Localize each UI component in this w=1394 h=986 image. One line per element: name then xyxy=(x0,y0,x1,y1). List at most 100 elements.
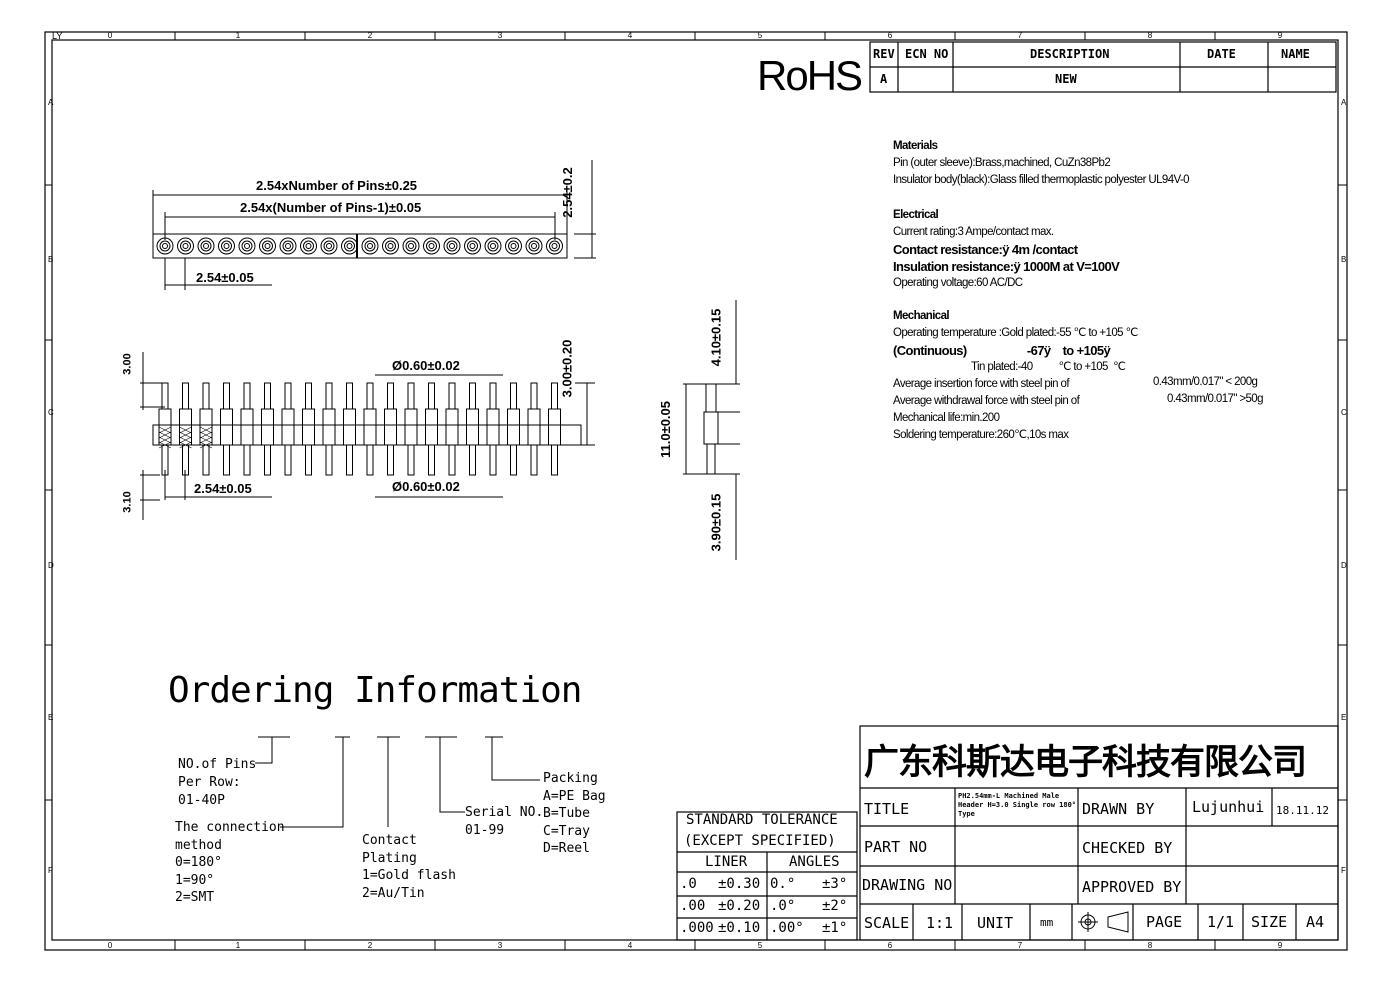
ordering-plating-line: 2=Au/Tin xyxy=(362,885,425,901)
frame-column-label: 3 xyxy=(498,941,503,950)
ordering-plating-line: 1=Gold flash xyxy=(362,868,456,883)
materials-title: Materials xyxy=(893,140,938,152)
tolerance-cell: .000 xyxy=(680,920,714,936)
electrical-line: Current rating:3 Ampe/contact max. xyxy=(893,226,1054,238)
end-view-drawing xyxy=(683,300,740,560)
ordering-packing-line: A=PE Bag xyxy=(543,788,606,804)
mechanical-line: (Continuous) -67ÿ to +105ÿ xyxy=(893,343,1111,358)
frame-column-label: 2 xyxy=(368,31,373,40)
rev-header-ecn: ECN NO xyxy=(905,47,949,61)
ordering-plating-line: Plating xyxy=(362,850,417,866)
frame-corner-label: LY xyxy=(52,31,63,41)
revision-table-grid xyxy=(869,41,1337,93)
page-value: 1/1 xyxy=(1207,913,1235,931)
tolerance-angles-header: ANGLES xyxy=(789,854,840,870)
tolerance-cell: ±2° xyxy=(822,898,848,914)
drawn-date: 18.11.12 xyxy=(1276,804,1329,817)
frame-row-label: D xyxy=(48,561,54,570)
checked-by-label: CHECKED BY xyxy=(1082,839,1173,857)
size-value: A4 xyxy=(1306,913,1325,931)
ordering-serial-line: Serial NO. xyxy=(465,805,544,820)
mechanical-title: Mechanical xyxy=(893,310,950,322)
ordering-packing-line: C=Tray xyxy=(543,823,590,839)
ordering-pins-line: Per Row: xyxy=(178,775,241,790)
frame-column-label: 0 xyxy=(108,31,113,40)
frame-column-label: 3 xyxy=(498,31,503,40)
dim-h11: 11.0±0.05 xyxy=(658,400,674,459)
materials-line: Pin (outer sleeve):Brass,machined, CuZn3… xyxy=(893,157,1111,169)
frame-column-label: 8 xyxy=(1148,31,1153,40)
rev-header-description: DESCRIPTION xyxy=(1030,47,1110,61)
rev-row-rev: A xyxy=(880,72,888,86)
frame-column-label: 5 xyxy=(758,31,763,40)
ordering-method: The connection method 0=180° 1=90° 2=SMT xyxy=(175,819,285,907)
frame-row-label: B xyxy=(1341,255,1346,264)
ordering-title: Ordering Information xyxy=(168,670,582,711)
tolerance-cell: ±0.20 xyxy=(718,898,761,914)
ordering-serial: Serial NO. 01-99 xyxy=(465,804,543,839)
frame-column-label: 1 xyxy=(236,31,241,40)
title-block-grid xyxy=(859,725,1339,941)
frame-column-label: 6 xyxy=(888,31,893,40)
rohs-logo: RoHS xyxy=(757,52,863,99)
rev-header-date: DATE xyxy=(1207,47,1236,61)
electrical-line: Insulation resistance:ÿ 1000M at V=100V xyxy=(893,259,1120,274)
unit-value: mm xyxy=(1040,916,1054,929)
frame-row-label: B xyxy=(48,255,53,264)
dim-pitch-side: 2.54±0.05 xyxy=(194,481,252,496)
tolerance-cell: .00° xyxy=(770,920,804,936)
drawn-by-value: Lujunhui xyxy=(1192,798,1265,816)
mechanical-line: Soldering temperature:260℃,10s max xyxy=(893,429,1069,441)
ordering-pins: NO.of Pins Per Row: 01-40P xyxy=(178,756,256,810)
ordering-packing-line: Packing xyxy=(543,771,598,786)
frame-row-label: C xyxy=(1341,408,1347,417)
drawn-by-label: DRAWN BY xyxy=(1082,800,1155,818)
mechanical-line: Average withdrawal force with steel pin … xyxy=(893,395,1080,407)
frame-row-label: F xyxy=(1341,866,1346,875)
ordering-serial-line: 01-99 xyxy=(465,822,505,838)
electrical-line: Operating voltage:60 AC/DC xyxy=(893,277,1023,289)
tolerance-cell: ±0.30 xyxy=(718,876,761,892)
ordering-pins-line: 01-40P xyxy=(178,793,225,808)
frame-row-label: C xyxy=(48,408,54,417)
dim-h310: 3.10 xyxy=(121,491,134,513)
rev-header-rev: REV xyxy=(873,47,895,61)
mechanical-line: Average insertion force with steel pin o… xyxy=(893,378,1070,390)
ordering-packing-line: D=Reel xyxy=(543,841,590,856)
frame-column-label: 9 xyxy=(1278,31,1283,40)
ordering-method-line: method xyxy=(175,837,222,853)
projection-symbol-icon xyxy=(1078,911,1129,933)
ordering-packing-line: B=Tube xyxy=(543,806,590,821)
insertion-force-value: 0.43mm/0.017" < 200g xyxy=(1153,376,1258,388)
frame-column-label: 5 xyxy=(758,941,763,950)
dim-dia-bottom: Ø0.60±0.02 xyxy=(392,479,460,494)
tolerance-cell: .0° xyxy=(770,898,796,914)
frame-column-label: 7 xyxy=(1018,31,1023,40)
frame-row-label: E xyxy=(1341,713,1346,722)
dim-h410: 4.10±0.15 xyxy=(708,308,724,367)
scale-value: 1:1 xyxy=(926,914,954,932)
frame-column-label: 0 xyxy=(108,941,113,950)
dim-h300-right: 3.00±0.20 xyxy=(559,339,575,398)
ordering-pins-line: NO.of Pins xyxy=(178,757,257,772)
ordering-plating: Contact Plating 1=Gold flash 2=Au/Tin xyxy=(362,832,456,902)
ordering-method-line: 1=90° xyxy=(175,872,215,888)
frame-column-label: 9 xyxy=(1278,941,1283,950)
frame-row-label: E xyxy=(48,713,53,722)
mechanical-line: Tin plated:-40 ℃ to +105 ℃ xyxy=(971,361,1126,373)
frame-row-label: A xyxy=(1341,98,1347,107)
frame-column-label: 6 xyxy=(888,941,893,950)
frame-column-label: 4 xyxy=(628,941,633,950)
dim-total-length: 2.54xNumber of Pins±0.25 xyxy=(256,178,418,193)
ordering-method-line: 0=180° xyxy=(175,855,222,870)
electrical-title: Electrical xyxy=(893,209,939,221)
side-view-drawing xyxy=(140,352,595,520)
rev-row-description: NEW xyxy=(1055,72,1077,86)
tolerance-cell: .0 xyxy=(680,876,697,892)
materials-line: Insulator body(black):Glass filled therm… xyxy=(893,174,1190,186)
ordering-method-line: 2=SMT xyxy=(175,890,215,905)
tolerance-cell: 0.° xyxy=(770,876,796,892)
mechanical-line: Mechanical life:min.200 xyxy=(893,412,1000,424)
dim-height: 2.54±0.2 xyxy=(559,167,575,218)
